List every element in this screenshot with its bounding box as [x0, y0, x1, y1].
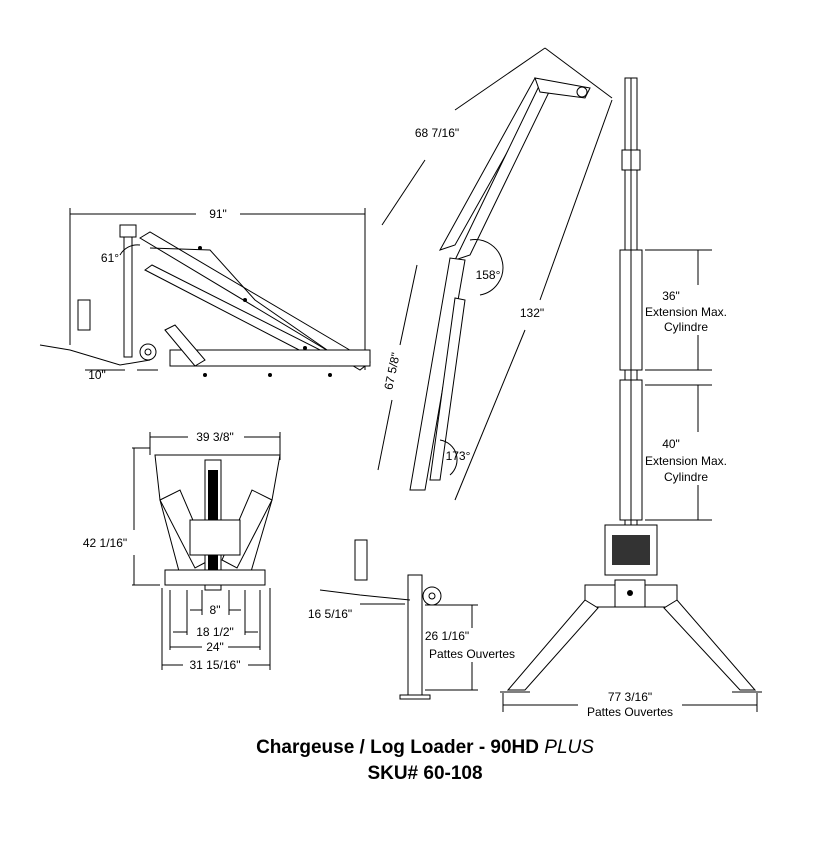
reach-label: 132" — [520, 306, 544, 320]
rear-height-label: 42 1/16" — [83, 536, 127, 550]
cyl2-label-1: Extension Max. — [645, 454, 727, 468]
leg-height-label: 26 1/16" — [425, 629, 469, 643]
rear-dim-18: 18 1/2" — [196, 625, 234, 639]
side-offset-label: 10" — [88, 368, 106, 382]
side-width-label: 91" — [209, 207, 227, 221]
lower-angle-label: 173° — [446, 449, 471, 463]
rear-dim-31: 31 15/16" — [190, 658, 241, 672]
side-angle-label: 61° — [101, 251, 119, 265]
cyl1-label-2: Cylindre — [664, 320, 708, 334]
offset-label: 16 5/16" — [308, 607, 352, 621]
drawing-title: Chargeuse / Log Loader - 90HD PLUS — [0, 737, 813, 759]
rear-dim-8: 8" — [210, 603, 221, 617]
rear-view: 39 3/8" 42 1/16" 8" 18 1/2" 24" 31 15/16… — [83, 430, 281, 672]
cyl1-length: 36" — [662, 289, 680, 303]
title-main: Chargeuse / Log Loader - 90HD — [256, 737, 545, 758]
front-view: 36" Extension Max. Cylindre 40" Extensio… — [500, 77, 762, 719]
cyl2-length: 40" — [662, 437, 680, 451]
title-suffix: PLUS — [544, 737, 594, 758]
extended-view: 68 7/16" 158° 132" 67 5/8" 173° 16 5/16"… — [308, 47, 613, 700]
cyl2-label-2: Cylindre — [664, 470, 708, 484]
upper-boom-label: 68 7/16" — [415, 126, 459, 140]
sku-label: SKU# 60-108 — [367, 763, 483, 784]
rear-dim-24: 24" — [206, 640, 224, 654]
cyl1-label-1: Extension Max. — [645, 305, 727, 319]
leg-span-label: 77 3/16" — [608, 690, 652, 704]
leg-height-sublabel: Pattes Ouvertes — [429, 647, 515, 661]
rear-width-label: 39 3/8" — [196, 430, 234, 444]
lower-boom-label: 67 5/8" — [381, 351, 403, 391]
leg-span-sublabel: Pattes Ouvertes — [587, 705, 673, 719]
side-view: 91" 61° 10" — [39, 207, 371, 382]
upper-angle-label: 158° — [476, 268, 501, 282]
